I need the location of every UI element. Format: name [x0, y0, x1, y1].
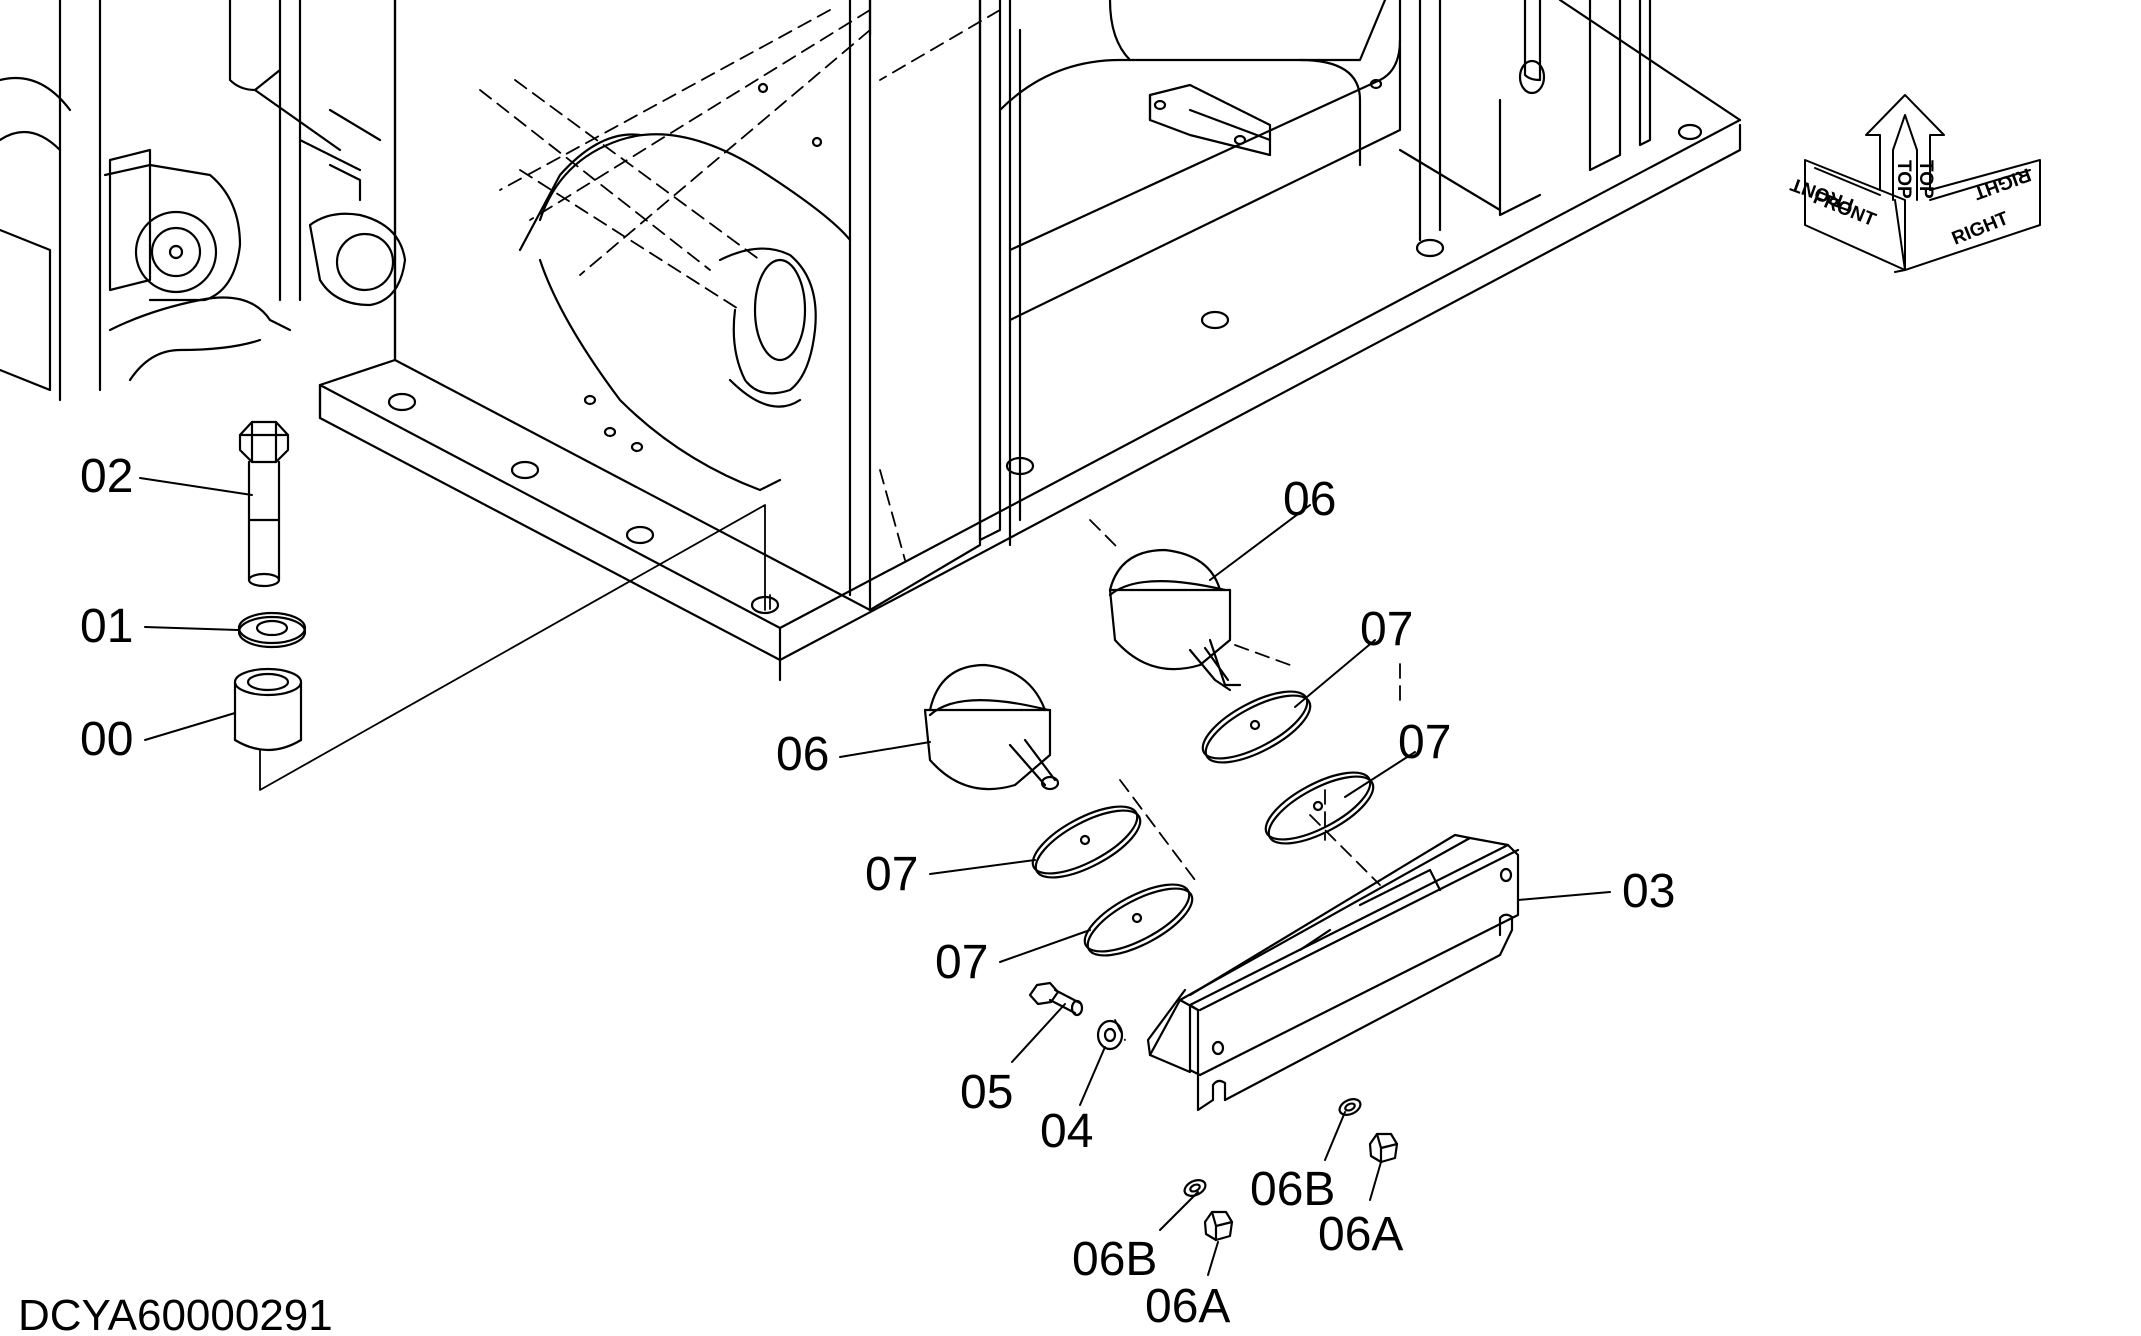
callout-04: 04	[1040, 1105, 1093, 1158]
callout-06-lower: 06	[776, 728, 829, 781]
washer-01	[237, 611, 307, 649]
callout-06-upper: 06	[1283, 473, 1336, 526]
drawing-id: DCYA60000291	[18, 1291, 333, 1336]
frame-assembly	[0, 0, 1742, 682]
rubber-mount-06-upper	[1108, 548, 1242, 692]
hidden-lines	[479, 9, 1401, 1041]
callout-06A-right: 06A	[1318, 1208, 1403, 1261]
orientation-right-upper: RIGHT	[1970, 163, 2033, 203]
callout-06B-right: 06B	[1250, 1163, 1335, 1216]
bracket-03	[1146, 833, 1520, 1112]
orientation-top-left: TOP	[1893, 160, 1914, 199]
rubber-mount-06-lower	[923, 663, 1060, 791]
orientation-right: RIGHT	[1949, 208, 2012, 250]
pad-07-c	[1031, 805, 1142, 879]
callout-02: 02	[80, 450, 133, 503]
callout-07-d: 07	[935, 936, 988, 989]
lock-washer-06B-left	[1183, 1179, 1207, 1197]
assembly-line-00	[259, 504, 766, 791]
callout-00: 00	[80, 713, 133, 766]
pad-07-a	[1201, 690, 1312, 764]
callout-05: 05	[960, 1066, 1013, 1119]
leader-lines	[139, 477, 1611, 1276]
callout-07-b: 07	[1398, 716, 1451, 769]
washer-04	[1096, 1019, 1124, 1051]
nut-06A-left	[1203, 1210, 1234, 1242]
bolt-05	[1028, 981, 1084, 1017]
bushing-00	[233, 667, 303, 751]
orientation-indicator: FRONT FRONT TOP TOP RIGHT RIGHT	[1788, 94, 2041, 273]
callout-07-a: 07	[1360, 603, 1413, 656]
pad-07-b	[1264, 771, 1375, 845]
callout-06A-left: 06A	[1145, 1280, 1230, 1333]
callout-07-c: 07	[865, 848, 918, 901]
callout-labels: 02 01 00 06 06 07 07 07 07 03 05 04 06B …	[18, 450, 1675, 1336]
callout-06B-left: 06B	[1072, 1233, 1157, 1286]
lock-washer-06B-right	[1338, 1098, 1362, 1116]
bolt-02	[238, 420, 290, 588]
nut-06A-right	[1368, 1132, 1399, 1164]
callout-01: 01	[80, 600, 133, 653]
pad-07-d	[1083, 883, 1194, 957]
orientation-top-right: TOP	[1915, 160, 1936, 199]
callout-03: 03	[1622, 865, 1675, 918]
